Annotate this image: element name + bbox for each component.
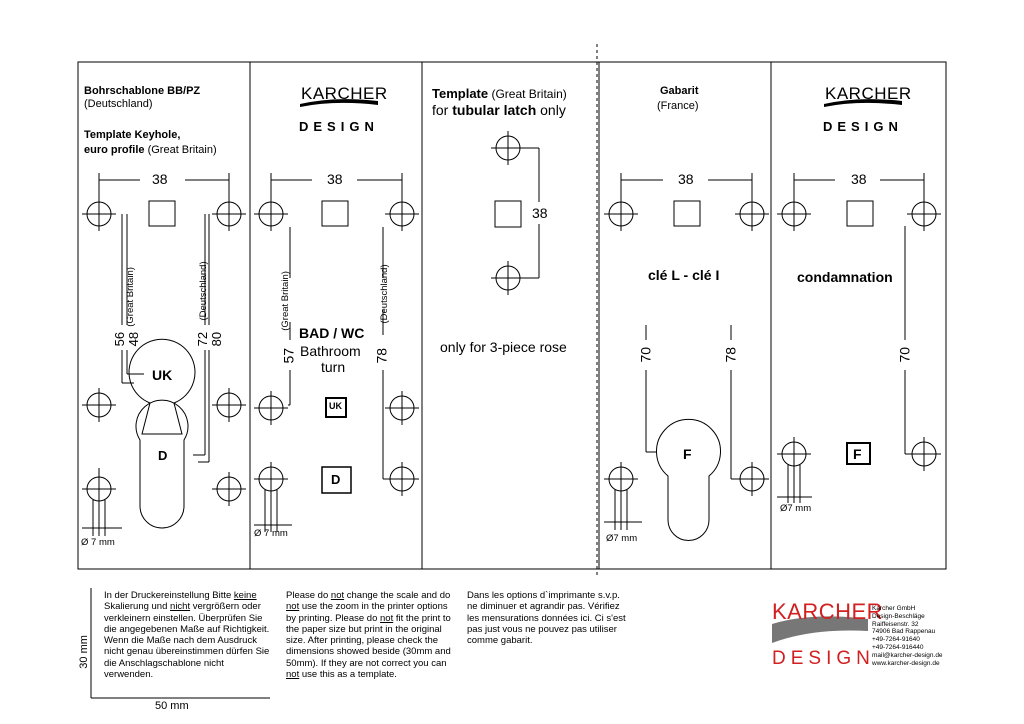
panel4-diameter: Ø7 mm	[606, 533, 638, 544]
contact-line: mail@karcher-design.de	[872, 651, 943, 659]
footer-logo-design: DESIGN	[772, 648, 875, 669]
footer-german-note: In der Druckereinstellung Bitte keine Sk…	[104, 590, 272, 680]
footer-german-text: In der Druckereinstellung Bitte keine Sk…	[104, 590, 270, 681]
contact-line: Karcher GmbH	[872, 605, 916, 612]
contact-line: Design-Beschläge	[872, 612, 925, 620]
panel3-title-rest: (Great Britain)	[488, 87, 567, 101]
panel3-rose-note: only for 3-piece rose	[440, 339, 567, 355]
panel2-label-gb: (Great Britain)	[280, 271, 292, 331]
panel2-logo-design: DESIGN	[299, 119, 379, 134]
panel4-dim-70: 70	[637, 346, 654, 363]
panel1-dim-80: 80	[208, 331, 224, 347]
panel-frame-5	[770, 61, 947, 570]
footer-scale	[90, 588, 270, 699]
panel1-label-gb: (Great Britain)	[125, 267, 137, 327]
panel3-title: Template (Great Britain)	[432, 86, 567, 102]
panel1-dim-38: 38	[152, 171, 168, 187]
panel3-title-bold: Template	[432, 86, 489, 101]
panel5-box-f: F	[853, 446, 862, 462]
panel1-title: Bohrschablone BB/PZ	[84, 85, 201, 97]
contact-line: +49-7264-916440	[872, 643, 924, 651]
footer-french-note: Dans les options d`imprimante s.v.p. ne …	[467, 590, 627, 646]
panel3-dim-38: 38	[532, 205, 548, 221]
panel2-drawing	[254, 173, 419, 532]
panel1-keyhole-bold: euro profile	[84, 144, 145, 156]
panel-frame-3	[421, 61, 600, 570]
footer-contact: Karcher GmbH Design-Beschläge Raiffeisen…	[872, 605, 952, 667]
panel5-logo-design: DESIGN	[823, 119, 903, 134]
panel5-logo-karcher: KARCHER	[825, 84, 912, 103]
panel2-bad-wc: BAD / WC	[299, 325, 365, 341]
panel5-logo-swash	[824, 99, 902, 107]
footer-french-text: Dans les options d`imprimante s.v.p. ne …	[467, 590, 626, 647]
contact-line: 74906 Bad Rappenau	[872, 628, 936, 636]
panel3-line2: for tubular latch only	[432, 102, 566, 120]
panel2-dim-78: 78	[373, 347, 390, 364]
panel3-drawing	[491, 131, 540, 295]
panel1-drawing	[82, 173, 246, 536]
panel2-logo-karcher: KARCHER	[301, 84, 388, 103]
contact-line: www.karcher-design.de	[872, 659, 940, 667]
panel2-diameter: Ø 7 mm	[254, 528, 288, 539]
panel1-keyhole-line2: euro profile (Great Britain)	[84, 144, 217, 158]
panel4-dim-78: 78	[722, 346, 739, 363]
panel5-drawing	[777, 173, 941, 503]
panel4-dim-38: 38	[678, 171, 694, 187]
panel1-label-uk: UK	[152, 367, 173, 383]
footer-logo-karcher: KARCHER	[772, 599, 884, 624]
panel1-diameter: Ø 7 mm	[81, 537, 115, 548]
panel1-keyhole-rest: (Great Britain)	[144, 144, 217, 156]
panel3-line2-bold: tubular latch	[452, 102, 537, 118]
contact-line: +49-7264-91640	[872, 636, 920, 644]
panel4-label-f: F	[683, 446, 692, 462]
footer-dim-50: 50 mm	[155, 700, 189, 712]
panel5-dim-70: 70	[896, 346, 913, 363]
panel1-title-sub: (Deutschland)	[84, 98, 153, 110]
panel1-label-d: D	[158, 448, 168, 463]
panel2-logo-swash	[300, 99, 378, 107]
panel2-bathroom: Bathroom	[300, 343, 361, 359]
panel1-label-de: (Deutschland)	[198, 261, 210, 321]
footer-english-text: Please do not change the scale and do no…	[286, 590, 451, 681]
panel2-box-d: D	[331, 472, 341, 487]
panel4-drawing	[604, 173, 769, 541]
panel3-line2-post: only	[536, 102, 566, 118]
panel5-condamnation: condamnation	[797, 269, 893, 285]
panel2-turn: turn	[321, 359, 346, 375]
footer-dim-30: 30 mm	[78, 635, 91, 669]
panel3-line2-pre: for	[432, 102, 453, 118]
panel5-dim-38: 38	[851, 171, 867, 187]
panel-frame-4	[598, 61, 772, 570]
contact-line: Raiffeisenstr. 32	[872, 620, 919, 628]
panel4-title-sub: (France)	[657, 100, 699, 112]
panel5-diameter: Ø7 mm	[780, 503, 812, 514]
panel4-cle: clé L - clé I	[648, 267, 720, 283]
panel1-keyhole-title: Template Keyhole,	[84, 129, 181, 141]
footer-logo-swash	[772, 616, 868, 643]
panel2-label-de: (Deutschland)	[379, 264, 391, 324]
footer-english-note: Please do not change the scale and do no…	[286, 590, 458, 680]
panel2-dim-38: 38	[327, 171, 343, 187]
panel2-dim-57: 57	[280, 347, 297, 364]
panel2-box-uk: UK	[329, 401, 342, 411]
panel4-title: Gabarit	[660, 85, 699, 97]
